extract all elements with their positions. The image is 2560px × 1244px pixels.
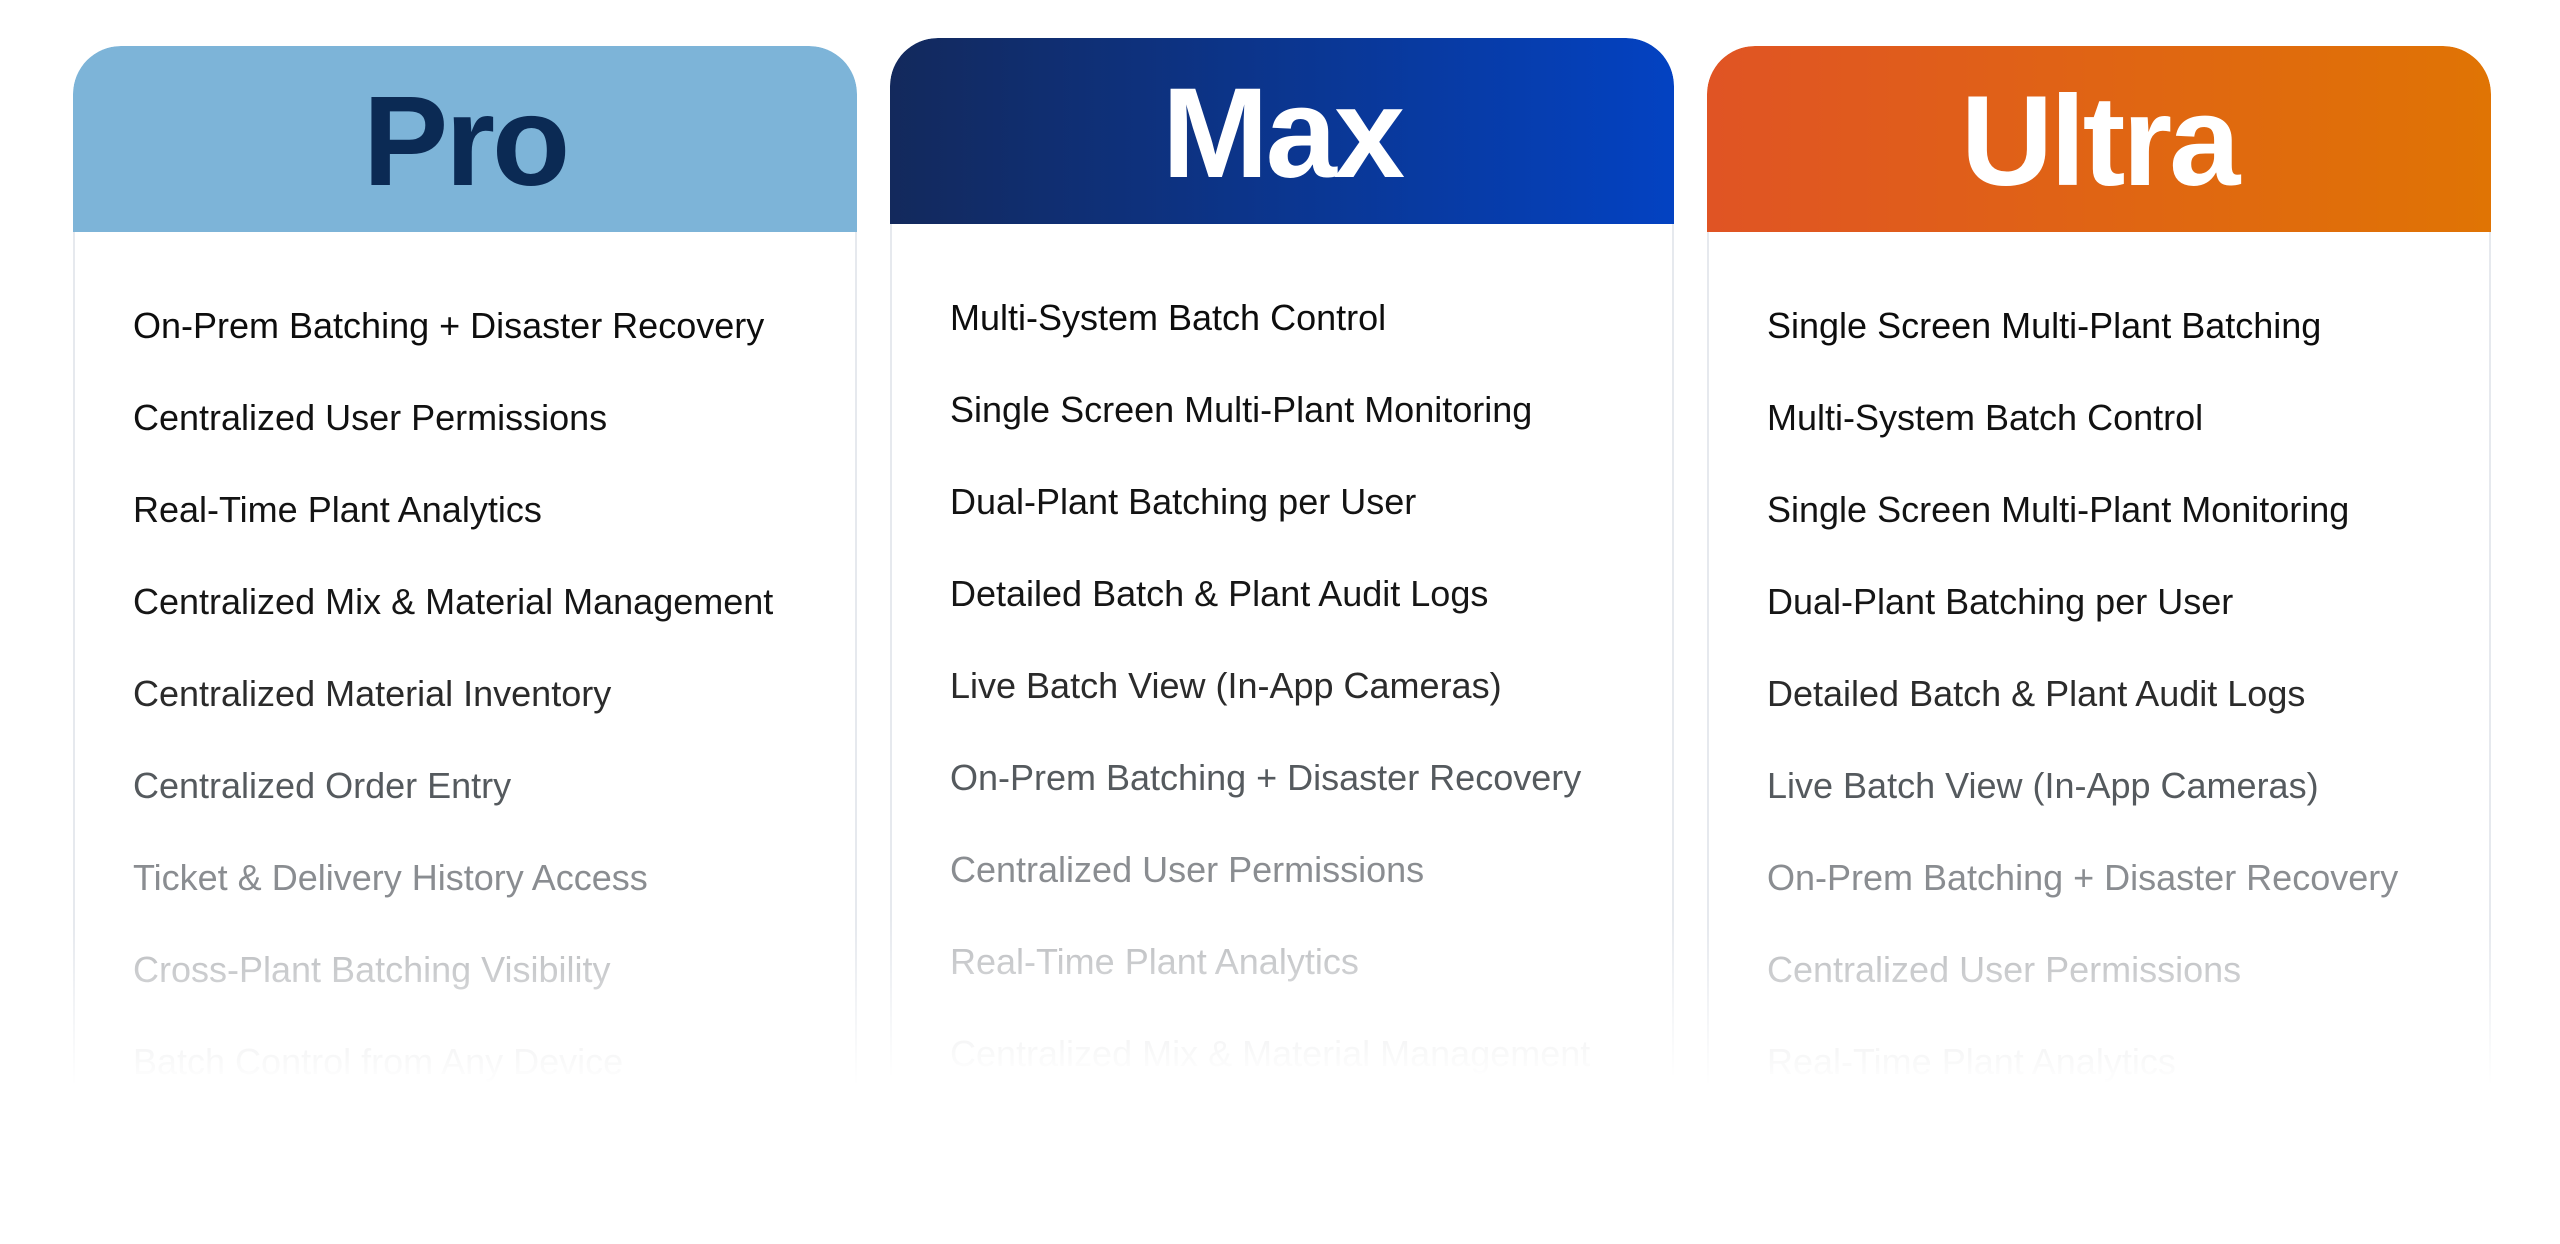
plan-header-ultra: Ultra	[1707, 46, 2491, 232]
feature-item: Centralized User Permissions	[133, 397, 608, 438]
plan-body-pro: On-Prem Batching + Disaster Recovery Cen…	[73, 232, 857, 1172]
feature-item: Single Screen Multi-Plant Batching	[1767, 305, 2322, 346]
feature-item: Detailed Batch & Plant Audit Logs	[1767, 673, 2306, 714]
feature-list-pro: On-Prem Batching + Disaster Recovery Cen…	[75, 302, 855, 1130]
plan-body-max: Multi-System Batch Control Single Screen…	[890, 224, 1674, 1164]
plan-card-max: Max Multi-System Batch Control Single Sc…	[890, 38, 1674, 1164]
plan-title-pro: Pro	[362, 70, 570, 213]
plan-header-pro: Pro	[73, 46, 857, 232]
feature-item: On-Prem Batching + Disaster Recovery	[1767, 857, 2399, 898]
feature-item: Real-Time Plant Analytics	[950, 941, 1359, 982]
feature-item: Dual-Plant Batching per User	[1767, 581, 2234, 622]
plan-title-max: Max	[1162, 62, 1405, 205]
feature-item: Ticket & Delivery History Access	[133, 857, 648, 898]
feature-list-ultra: Single Screen Multi-Plant Batching Multi…	[1709, 302, 2489, 1130]
feature-item: Detailed Batch & Plant Audit Logs	[950, 573, 1489, 614]
feature-item: On-Prem Batching + Disaster Recovery	[950, 757, 1582, 798]
feature-item: Centralized User Permissions	[950, 849, 1425, 890]
plan-title-ultra: Ultra	[1960, 70, 2241, 213]
feature-item: Single Screen Multi-Plant Monitoring	[950, 389, 1533, 430]
feature-item: On-Prem Batching + Disaster Recovery	[133, 305, 765, 346]
feature-item: Centralized Mix & Material Management	[133, 581, 774, 622]
feature-item: Live Batch View (In-App Cameras)	[1767, 765, 2319, 806]
plan-header-max: Max	[890, 38, 1674, 224]
feature-item: Centralized Order Entry	[133, 765, 512, 806]
feature-item: Dual-Plant Batching per User	[950, 481, 1417, 522]
feature-item: Single Screen Multi-Plant Monitoring	[1767, 489, 2350, 530]
feature-item: Real-Time Plant Analytics	[133, 489, 542, 530]
feature-list-max: Multi-System Batch Control Single Screen…	[892, 294, 1672, 1122]
feature-item: Multi-System Batch Control	[950, 297, 1387, 338]
feature-item: Centralized User Permissions	[1767, 949, 2242, 990]
feature-item: Batch Control from Any Device	[133, 1041, 624, 1082]
feature-item: Centralized Material Inventory	[133, 673, 612, 714]
plan-body-ultra: Single Screen Multi-Plant Batching Multi…	[1707, 232, 2491, 1172]
feature-item: Live Batch View (In-App Cameras)	[950, 665, 1502, 706]
feature-item: Cross-Plant Batching Visibility	[133, 949, 611, 990]
feature-item: Multi-System Batch Control	[1767, 397, 2204, 438]
feature-item: Centralized Mix & Material Management	[950, 1033, 1591, 1074]
plan-card-ultra: Ultra Single Screen Multi-Plant Batching…	[1707, 46, 2491, 1172]
feature-item: Real-Time Plant Analytics	[1767, 1041, 2176, 1082]
plan-card-pro: Pro On-Prem Batching + Disaster Recovery…	[73, 46, 857, 1172]
